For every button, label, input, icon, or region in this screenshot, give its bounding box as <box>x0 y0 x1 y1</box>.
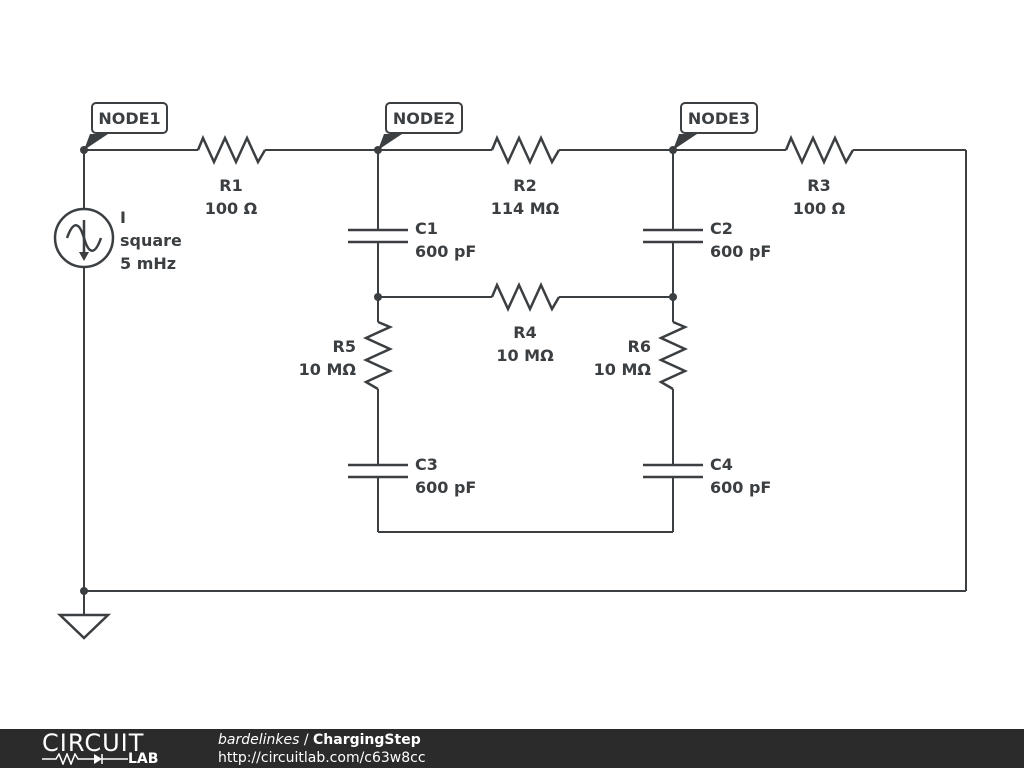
logo-text-lab: LAB <box>128 751 159 767</box>
r5-value: 10 MΩ <box>299 360 357 379</box>
source-name: I <box>120 208 126 227</box>
node-label-3: NODE3 <box>688 109 750 128</box>
current-source-i[interactable] <box>53 207 115 269</box>
r4-name: R4 <box>513 323 536 342</box>
circuit-schematic: NODE1 NODE2 NODE3 R1 100 Ω R2 114 MΩ R3 … <box>53 102 967 640</box>
wires <box>83 149 967 615</box>
r2-value: 114 MΩ <box>491 199 560 218</box>
r3-value: 100 Ω <box>793 199 846 218</box>
c2-name: C2 <box>710 219 733 238</box>
c1-value: 600 pF <box>415 242 476 261</box>
author-link[interactable]: bardelinkes <box>218 732 300 748</box>
component-labels: R1 100 Ω R2 114 MΩ R3 100 Ω R4 10 MΩ R5 … <box>120 176 846 497</box>
node-tag-node3: NODE3 <box>673 102 758 150</box>
c1-name: C1 <box>415 219 438 238</box>
resistor-r4[interactable] <box>490 281 561 313</box>
r6-name: R6 <box>628 337 651 356</box>
node-label-2: NODE2 <box>393 109 455 128</box>
capacitor-c3[interactable] <box>348 463 408 479</box>
c3-name: C3 <box>415 455 438 474</box>
logo-text-circuit: CIRCUIT <box>42 729 145 757</box>
ground-icon <box>56 613 112 640</box>
r1-value: 100 Ω <box>205 199 258 218</box>
circuit-url-link[interactable]: http://circuitlab.com/c63w8cc <box>218 750 426 766</box>
r4-value: 10 MΩ <box>496 346 554 365</box>
credit-separator: / <box>299 732 314 748</box>
resistor-r5[interactable] <box>362 320 394 391</box>
logo-resistor-diode-icon <box>42 753 128 765</box>
circuit-title[interactable]: ChargingStep <box>313 732 421 748</box>
c2-value: 600 pF <box>710 242 771 261</box>
source-frequency: 5 mHz <box>120 254 176 273</box>
junction-right-mid <box>669 293 677 301</box>
c4-value: 600 pF <box>710 478 771 497</box>
r1-name: R1 <box>219 176 242 195</box>
r6-value: 10 MΩ <box>594 360 652 379</box>
capacitor-c2[interactable] <box>643 228 703 244</box>
junction-ground <box>80 587 88 595</box>
resistor-r6[interactable] <box>657 320 689 391</box>
r2-name: R2 <box>513 176 536 195</box>
circuitlab-logo[interactable]: CIRCUIT LAB <box>40 729 180 768</box>
resistor-r1[interactable] <box>196 134 267 166</box>
resistor-r2[interactable] <box>490 134 561 166</box>
circuit-credits: bardelinkes / ChargingStep http://circui… <box>218 731 426 767</box>
node-label-1: NODE1 <box>98 109 160 128</box>
capacitor-c4[interactable] <box>643 463 703 479</box>
source-waveform: square <box>120 231 182 250</box>
footer-bar: CIRCUIT LAB bardelinkes / ChargingStep h… <box>0 729 1024 768</box>
r5-name: R5 <box>333 337 356 356</box>
c3-value: 600 pF <box>415 478 476 497</box>
r3-name: R3 <box>807 176 830 195</box>
resistor-r3[interactable] <box>784 134 855 166</box>
c4-name: C4 <box>710 455 733 474</box>
capacitor-c1[interactable] <box>348 228 408 244</box>
junction-left-mid <box>374 293 382 301</box>
node-tag-node1: NODE1 <box>84 102 168 150</box>
node-tag-node2: NODE2 <box>378 102 463 150</box>
